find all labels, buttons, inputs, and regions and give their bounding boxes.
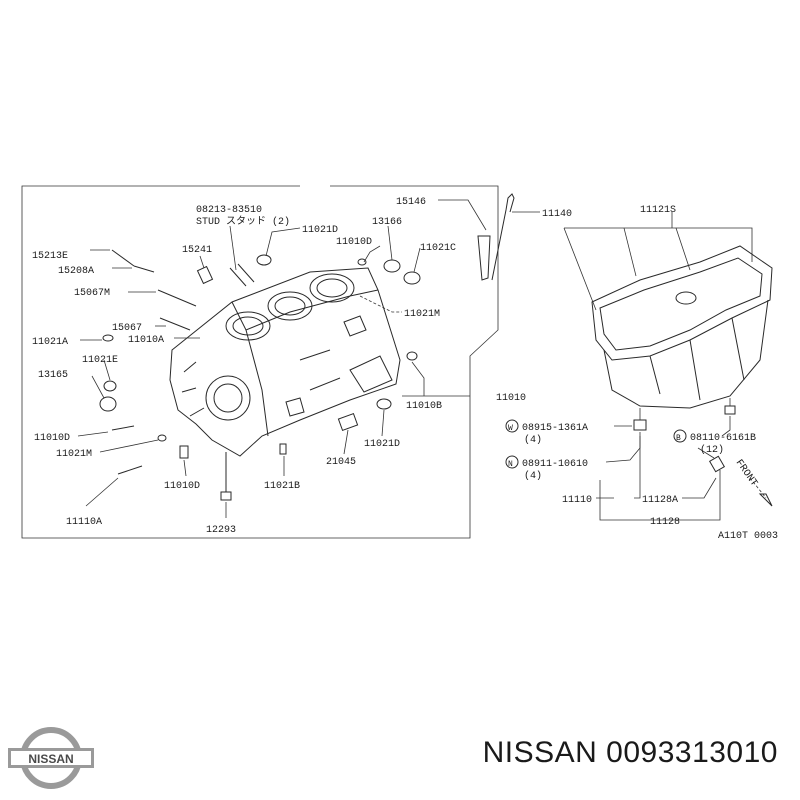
label-11021d-top: 11021D <box>302 225 338 236</box>
label-11021b: 11021B <box>264 481 300 492</box>
label-08915: 08915-1361A <box>522 423 588 434</box>
washer-symbol <box>505 419 519 433</box>
callout-labels: 08213-83510 STUD スタッド (2) 15146 11140 11… <box>32 197 778 542</box>
label-08110: 08110-6161B <box>690 433 756 444</box>
block-small-parts <box>99 249 421 501</box>
label-11010b: 11010B <box>406 401 442 412</box>
label-11010a: 11010A <box>128 335 164 346</box>
label-11021m-left: 11021M <box>56 449 92 460</box>
label-15213e: 15213E <box>32 251 68 262</box>
label-13166: 13166 <box>372 217 402 228</box>
label-11021c: 11021C <box>420 243 456 254</box>
label-15067: 15067 <box>112 323 142 334</box>
diagram-code: A110T 0003 <box>718 531 778 542</box>
cylinder-block-drawing <box>169 267 401 457</box>
label-stud-desc: STUD スタッド (2) <box>196 215 290 228</box>
brand-part-number: NISSAN 0093313010 <box>483 736 778 770</box>
label-11010d-bottom: 11010D <box>164 481 200 492</box>
label-11128a: 11128A <box>642 495 678 506</box>
label-stud-part: 08213-83510 <box>196 205 262 216</box>
bolt-symbol-letter: B <box>676 434 681 443</box>
label-11110: 11110 <box>562 495 592 506</box>
dipstick-drawing <box>477 193 540 281</box>
label-15146: 15146 <box>396 197 426 208</box>
label-08911: 08911-10610 <box>522 459 588 470</box>
label-11010d-top: 11010D <box>336 237 372 248</box>
label-front: FRONT <box>733 458 759 489</box>
logo-text: NISSAN <box>28 752 73 766</box>
label-11021m-right: 11021M <box>404 309 440 320</box>
label-11128: 11128 <box>650 517 680 528</box>
nissan-logo-icon: NISSAN <box>8 727 94 789</box>
nut-symbol-letter: N <box>508 460 513 469</box>
bolt-symbol <box>673 429 687 443</box>
label-21045: 21045 <box>326 457 356 468</box>
label-15208a: 15208A <box>58 266 94 277</box>
label-11121s: 11121S <box>640 205 676 216</box>
part-number: 0093313010 <box>606 736 778 769</box>
label-15241: 15241 <box>182 245 212 256</box>
label-13165: 13165 <box>38 370 68 381</box>
label-11140: 11140 <box>542 209 572 220</box>
washer-symbol-letter: W <box>508 424 513 433</box>
label-11110a: 11110A <box>66 517 102 528</box>
block-frame <box>21 185 499 539</box>
oil-pan-drawing <box>563 212 773 521</box>
front-arrow-icon <box>749 477 773 507</box>
block-leader-lines <box>77 199 487 518</box>
label-11021a: 11021A <box>32 337 68 348</box>
label-11021e: 11021E <box>82 355 118 366</box>
label-11010: 11010 <box>496 393 526 404</box>
label-12293: 12293 <box>206 525 236 536</box>
brand-name: NISSAN <box>482 736 598 769</box>
nut-symbol <box>505 455 519 469</box>
label-11010d-left: 11010D <box>34 433 70 444</box>
label-15067m: 15067M <box>74 288 110 299</box>
label-08915-qty: (4) <box>524 434 542 446</box>
label-11021d-bottom: 11021D <box>364 439 400 450</box>
label-08110-qty: (12) <box>700 444 724 456</box>
label-08911-qty: (4) <box>524 470 542 482</box>
